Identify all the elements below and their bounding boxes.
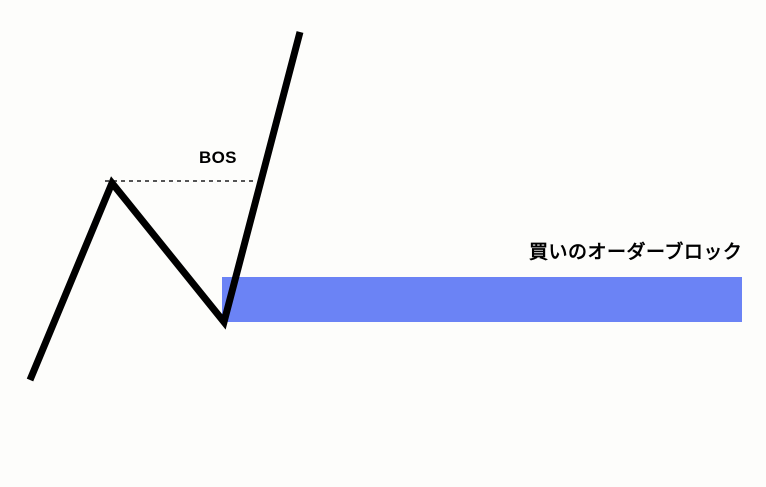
order-block-label: 買いのオーダーブロック [529,241,743,263]
order-block-zone [222,277,742,322]
bos-label: BOS [199,148,237,167]
price-action-line [26,31,304,382]
